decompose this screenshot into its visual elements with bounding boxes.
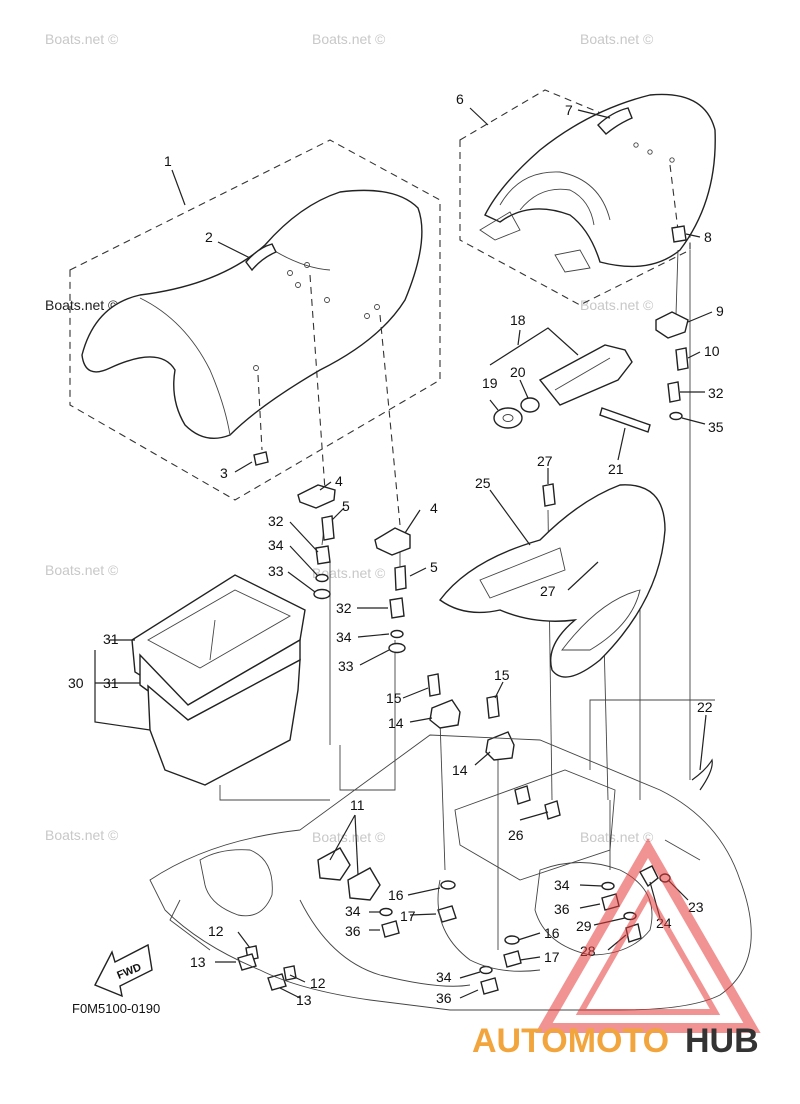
brand-text-automoto: AUTOMOTO (472, 1022, 669, 1060)
callout-34: 34 (336, 629, 352, 645)
callout-34: 34 (554, 877, 570, 893)
callout-16: 16 (388, 887, 404, 903)
callout-34: 34 (268, 537, 284, 553)
watermark: Boats.net © (45, 827, 119, 843)
callout-20: 20 (510, 364, 526, 380)
callout-numbers: 1 2 3 4 4 5 5 6 7 8 9 10 32 35 18 19 20 … (68, 91, 724, 1008)
callout-32: 32 (708, 385, 724, 401)
callout-9: 9 (716, 303, 724, 319)
front-seat (81, 189, 423, 439)
callout-22: 22 (697, 699, 713, 715)
callout-29: 29 (576, 918, 592, 934)
callout-18: 18 (510, 312, 526, 328)
callout-4: 4 (335, 473, 343, 489)
callout-5: 5 (430, 559, 438, 575)
watermark: Boats.net © (45, 31, 119, 47)
watermark: Boats.net © (580, 297, 654, 313)
callout-6: 6 (456, 91, 464, 107)
callout-31: 31 (103, 675, 119, 691)
callout-19: 19 (482, 375, 498, 391)
storage-bin (131, 574, 306, 786)
callout-34: 34 (345, 903, 361, 919)
callout-26: 26 (508, 827, 524, 843)
callout-4: 4 (430, 500, 438, 516)
callout-8: 8 (704, 229, 712, 245)
callout-12: 12 (310, 975, 326, 991)
callout-36: 36 (345, 923, 361, 939)
callout-14: 14 (388, 715, 404, 731)
callout-25: 25 (475, 475, 491, 491)
brand-text-hub: HUB (685, 1022, 759, 1060)
watermark: Boats.net © (580, 829, 654, 845)
callout-36: 36 (436, 990, 452, 1006)
callout-2: 2 (205, 229, 213, 245)
watermark: Boats.net © (45, 297, 119, 313)
watermark: Boats.net © (45, 562, 119, 578)
callout-31: 31 (103, 631, 119, 647)
callout-21: 21 (608, 461, 624, 477)
callout-27: 27 (537, 453, 553, 469)
rear-seat (484, 93, 716, 268)
callout-16: 16 (544, 925, 560, 941)
front-seat-group (69, 139, 441, 501)
watermark: Boats.net © (312, 31, 386, 47)
callout-3: 3 (220, 465, 228, 481)
callout-35: 35 (708, 419, 724, 435)
callout-33: 33 (268, 563, 284, 579)
callout-12: 12 (208, 923, 224, 939)
callout-14: 14 (452, 762, 468, 778)
callout-27: 27 (540, 583, 556, 599)
callout-33: 33 (338, 658, 354, 674)
storage-tray (439, 484, 666, 678)
callout-7: 7 (565, 102, 573, 118)
callout-36: 36 (554, 901, 570, 917)
callout-15: 15 (494, 667, 510, 683)
rear-seat-group (459, 89, 716, 306)
callout-13: 13 (296, 992, 312, 1008)
fwd-arrow: FWD (94, 943, 153, 998)
diagram-code: F0M5100-0190 (72, 1001, 160, 1016)
callout-13: 13 (190, 954, 206, 970)
callout-30: 30 (68, 675, 84, 691)
callout-10: 10 (704, 343, 720, 359)
callout-32: 32 (268, 513, 284, 529)
hull-deck (149, 734, 752, 1011)
callout-17: 17 (544, 949, 560, 965)
watermark: Boats.net © (312, 565, 386, 581)
watermark: Boats.net © (312, 829, 386, 845)
callout-5: 5 (342, 498, 350, 514)
callout-17: 17 (400, 908, 416, 924)
watermark: Boats.net © (580, 31, 654, 47)
callout-23: 23 (688, 899, 704, 915)
callout-34: 34 (436, 969, 452, 985)
callout-15: 15 (386, 690, 402, 706)
callout-11: 11 (350, 797, 365, 813)
automotohub-logo: AUTOMOTO HUB (472, 838, 761, 1060)
callout-1: 1 (164, 153, 172, 169)
callout-32: 32 (336, 600, 352, 616)
